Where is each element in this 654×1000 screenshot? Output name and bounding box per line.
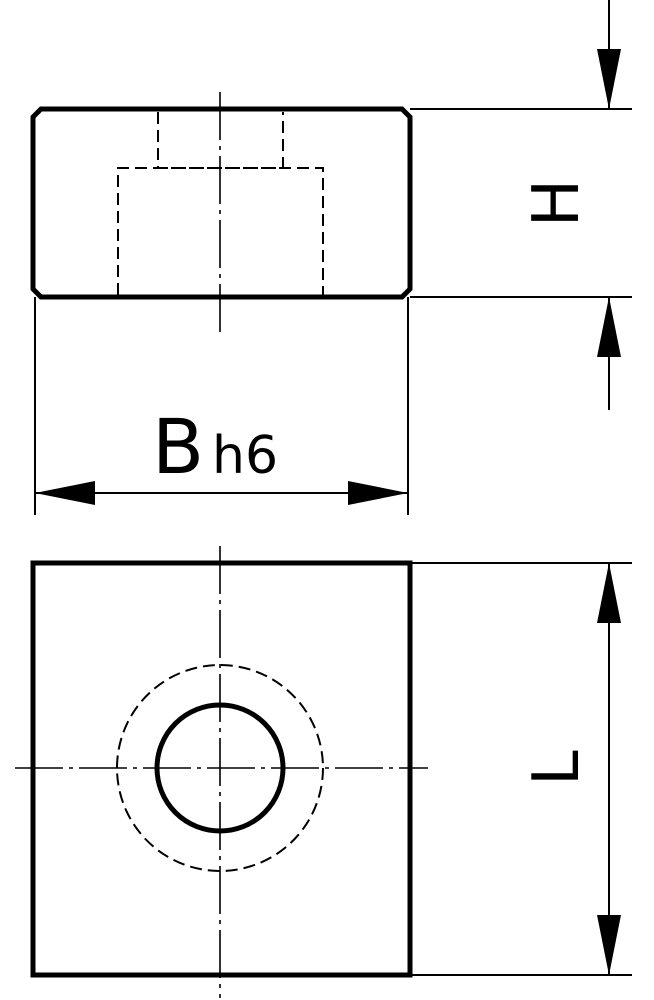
- front-view-outline: [30, 106, 413, 300]
- front-view: [30, 92, 413, 332]
- top-view: [15, 546, 428, 998]
- width-label: B: [152, 402, 204, 491]
- dimension-b: B h6: [34, 297, 409, 515]
- dimension-h: H: [410, 0, 632, 410]
- hidden-counterbore-line: [117, 167, 324, 295]
- dimension-l: L: [410, 562, 632, 976]
- top-view-outline: [30, 560, 413, 978]
- height-label: H: [520, 179, 594, 227]
- hidden-counterbore-circle: [116, 664, 324, 872]
- width-tolerance-label: h6: [212, 426, 278, 486]
- length-label: L: [520, 750, 594, 786]
